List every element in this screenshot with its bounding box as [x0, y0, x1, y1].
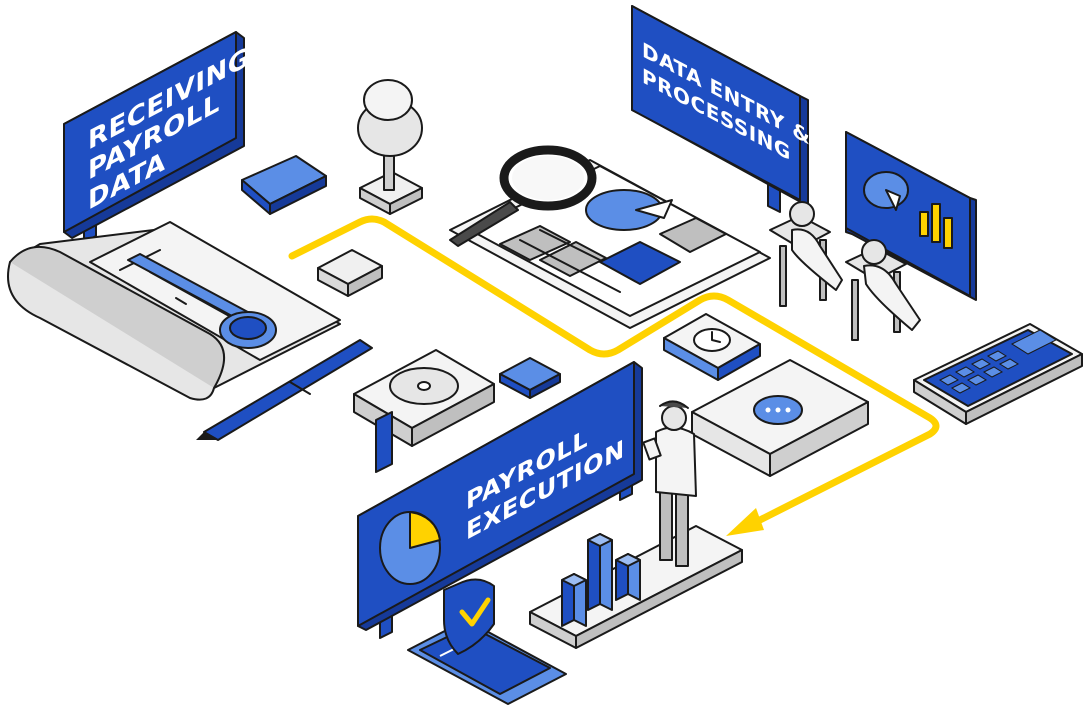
receiving-payroll-sign: RECEIVING PAYROLL DATA [63, 31, 250, 243]
flow-arrowhead-icon [726, 508, 764, 536]
data-entry-sign: DATA ENTRY & PROCESSING [631, 5, 810, 213]
bar-1 [561, 573, 587, 627]
flow-path [288, 215, 940, 536]
pen-icon [196, 339, 373, 441]
magnifier-icon [449, 145, 597, 247]
report-pie-chart-icon [449, 159, 771, 329]
bar-3 [615, 553, 641, 601]
pie-chart-board-icon [379, 511, 441, 585]
presenter-person [642, 400, 697, 567]
people-seated [769, 201, 921, 341]
sticky-note-blue-center [499, 357, 561, 399]
shield-check-icon [407, 578, 567, 705]
document-scroll-icon [7, 221, 341, 401]
push-pin-icon [357, 79, 423, 215]
bar-chart-3d-icon [529, 525, 743, 649]
sticky-note-grey [317, 249, 383, 297]
clock-calendar-icon [663, 313, 761, 381]
calculator-icon [913, 323, 1083, 425]
chat-bubble-icon [691, 359, 869, 477]
monitor-chart-icon [845, 131, 977, 301]
sticky-note-blue [241, 155, 327, 215]
document-tray-device [353, 349, 495, 473]
bar-2 [587, 533, 613, 611]
